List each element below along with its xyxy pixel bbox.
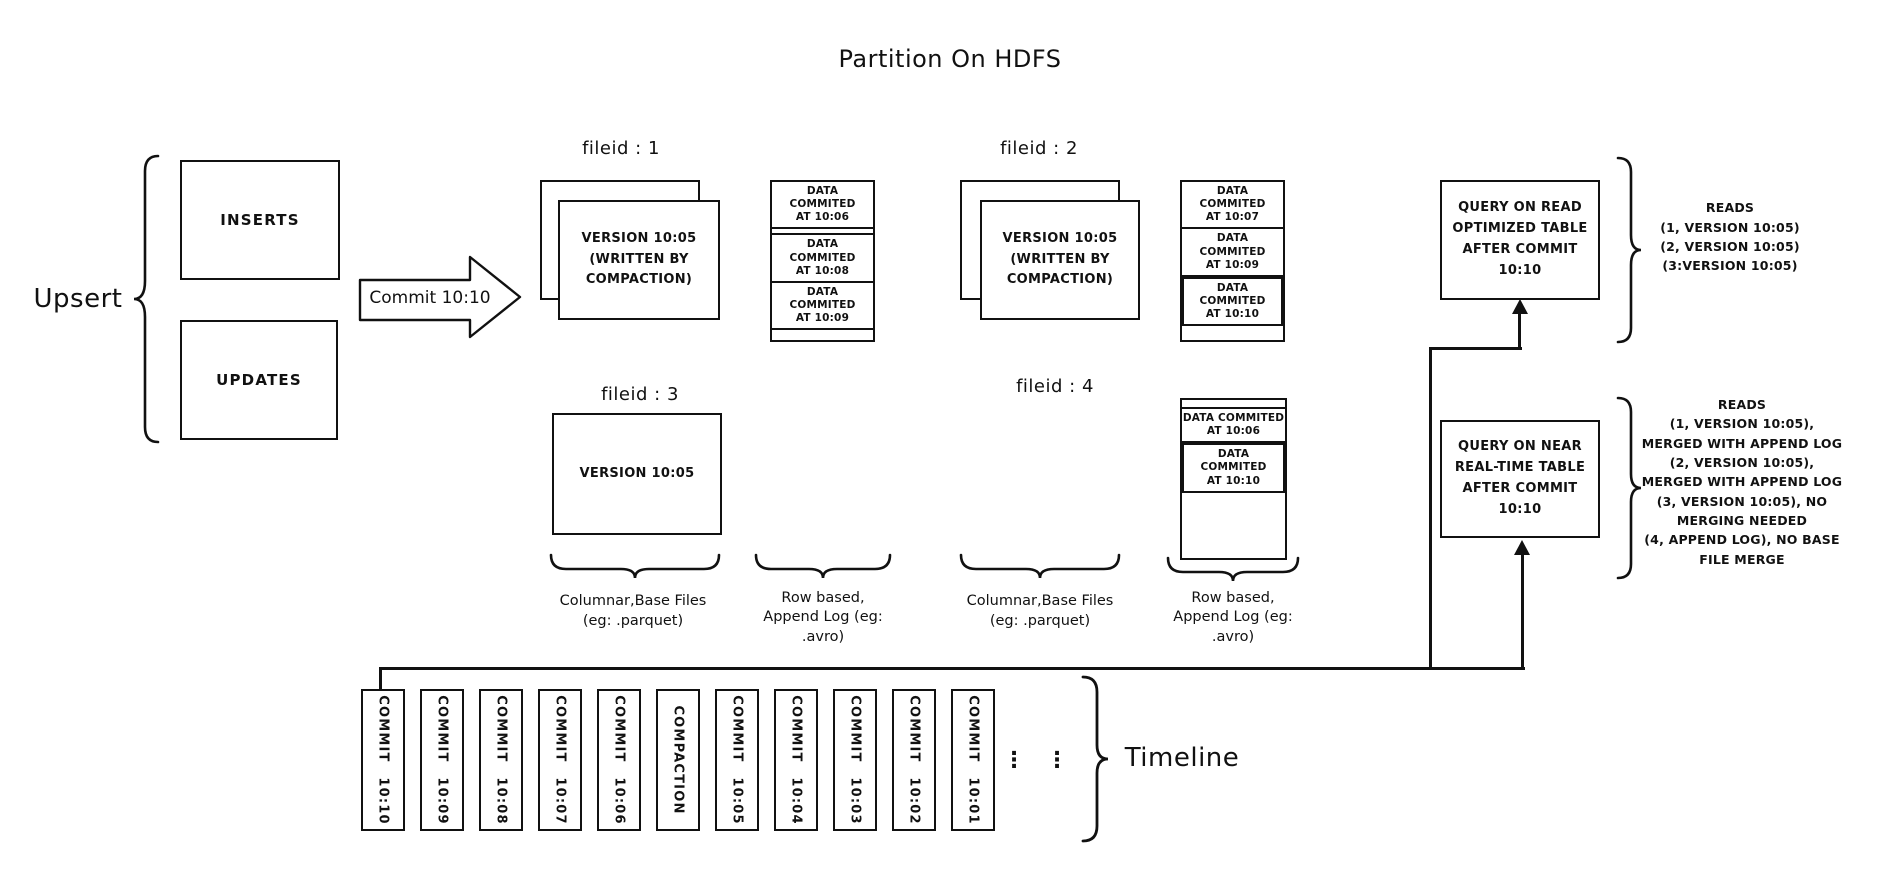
timeline-ellipsis-1: ⋮ <box>1003 748 1025 774</box>
timeline-commit-10-03: COMMIT 10:03 <box>833 689 877 831</box>
read-optimized-elbow-line <box>1429 347 1522 350</box>
timeline-entry-label: COMMIT 10:05 <box>729 695 745 825</box>
fileid-2-label: fileid : 2 <box>1000 137 1078 159</box>
reads-result-1: READS (1, VERSION 10:05) (2, VERSION 10:… <box>1660 200 1800 274</box>
log-entry-latest: DATA COMMITED AT 10:10 <box>1182 276 1283 327</box>
upsert-brace <box>133 154 160 444</box>
fileid-3-base-file: VERSION 10:05 <box>552 413 722 535</box>
row-based-caption-1: Row based, Append Log (eg: .avro) <box>763 589 883 645</box>
timeline-entry-label: COMMIT 10:03 <box>847 695 863 825</box>
append-log-file2: DATA COMMITED AT 10:07 DATA COMMITED AT … <box>1180 180 1285 342</box>
log-entry: DATA COMMITED AT 10:07 <box>1182 182 1283 230</box>
timeline-commit-10-06: COMMIT 10:06 <box>597 689 641 831</box>
timeline-commit-10-09: COMMIT 10:09 <box>420 689 464 831</box>
upsert-label: Upsert <box>33 284 123 314</box>
timeline-entry-label: COMMIT 10:10 <box>375 695 391 825</box>
read-optimized-riser-line <box>1429 347 1432 669</box>
timeline-compaction: COMPACTION <box>656 689 700 831</box>
append-log-file1: DATA COMMITED AT 10:06 DATA COMMITED AT … <box>770 180 875 342</box>
timeline-commit-10-02: COMMIT 10:02 <box>892 689 936 831</box>
timeline-commit-10-08: COMMIT 10:08 <box>479 689 523 831</box>
timeline-entry-label: COMMIT 10:06 <box>611 695 627 825</box>
query-near-real-time-box: QUERY ON NEAR REAL-TIME TABLE AFTER COMM… <box>1440 420 1600 538</box>
columnar-brace-2 <box>959 553 1121 579</box>
commit-arrow <box>358 255 522 339</box>
fileid-1-label: fileid : 1 <box>582 137 660 159</box>
log-divider <box>772 229 873 236</box>
columnar-caption-2: Columnar,Base Files (eg: .parquet) <box>966 593 1114 629</box>
log-entry: DATA COMMITED AT 10:09 <box>1182 229 1283 277</box>
columnar-brace-1 <box>549 553 721 579</box>
timeline-entry-label: COMMIT 10:01 <box>965 695 981 825</box>
reads-result-2: READS (1, VERSION 10:05), MERGED WITH AP… <box>1641 396 1843 567</box>
updates-box: UPDATES <box>180 320 338 440</box>
log-entry-latest: DATA COMMITED AT 10:10 <box>1182 443 1285 493</box>
row-based-brace-1 <box>754 553 892 579</box>
reads-brace-2 <box>1616 396 1642 580</box>
diagram-title: Partition On HDFS <box>838 45 1062 73</box>
row-based-caption-2: Row based, Append Log (eg: .avro) <box>1173 589 1293 645</box>
read-optimized-arrowhead <box>1512 299 1528 314</box>
timeline-label: Timeline <box>1124 743 1240 773</box>
timeline-commit-10-07: COMMIT 10:07 <box>538 689 582 831</box>
timeline-entry-label: COMMIT 10:08 <box>493 695 509 825</box>
timeline-brace <box>1081 675 1109 843</box>
timeline-ellipsis-2: ⋮ <box>1046 748 1068 774</box>
timeline-connector-line <box>380 667 1525 670</box>
timeline-stub-line <box>379 667 382 691</box>
timeline-commit-10-04: COMMIT 10:04 <box>774 689 818 831</box>
reads-brace-1 <box>1616 156 1642 344</box>
query-read-optimized-box: QUERY ON READ OPTIMIZED TABLE AFTER COMM… <box>1440 180 1600 300</box>
fileid-2-base-file: VERSION 10:05 (WRITTEN BY COMPACTION) <box>980 200 1140 320</box>
log-entry: DATA COMMITED AT 10:09 <box>772 283 873 331</box>
near-real-time-arrowhead <box>1514 540 1530 555</box>
timeline-commit-10-05: COMMIT 10:05 <box>715 689 759 831</box>
inserts-box: INSERTS <box>180 160 340 280</box>
timeline-entry-label: COMMIT 10:09 <box>434 695 450 825</box>
timeline-entry-label: COMMIT 10:02 <box>906 695 922 825</box>
timeline-commit-10-01: COMMIT 10:01 <box>951 689 995 831</box>
log-entry: DATA COMMITED AT 10:06 <box>1182 409 1285 444</box>
commit-arrow-label: Commit 10:10 <box>369 288 491 308</box>
fileid-1-base-file: VERSION 10:05 (WRITTEN BY COMPACTION) <box>558 200 720 320</box>
updates-label: UPDATES <box>216 371 302 389</box>
fileid-4-label: fileid : 4 <box>1016 375 1094 397</box>
columnar-caption-1: Columnar,Base Files (eg: .parquet) <box>559 593 707 629</box>
near-real-time-arrow-line <box>1521 552 1524 669</box>
log-divider <box>1182 400 1285 409</box>
fileid-3-label: fileid : 3 <box>601 383 679 405</box>
timeline-commit-10-10: COMMIT 10:10 <box>361 689 405 831</box>
inserts-label: INSERTS <box>220 211 300 229</box>
log-entry: DATA COMMITED AT 10:08 <box>772 235 873 283</box>
read-optimized-arrow-line <box>1518 312 1521 350</box>
append-log-file4: DATA COMMITED AT 10:06 DATA COMMITED AT … <box>1180 398 1287 560</box>
timeline-entry-label: COMPACTION <box>670 705 686 815</box>
log-entry: DATA COMMITED AT 10:06 <box>772 182 873 230</box>
row-based-brace-2 <box>1166 556 1300 582</box>
timeline-entry-label: COMMIT 10:04 <box>788 695 804 825</box>
timeline-entry-label: COMMIT 10:07 <box>552 695 568 825</box>
